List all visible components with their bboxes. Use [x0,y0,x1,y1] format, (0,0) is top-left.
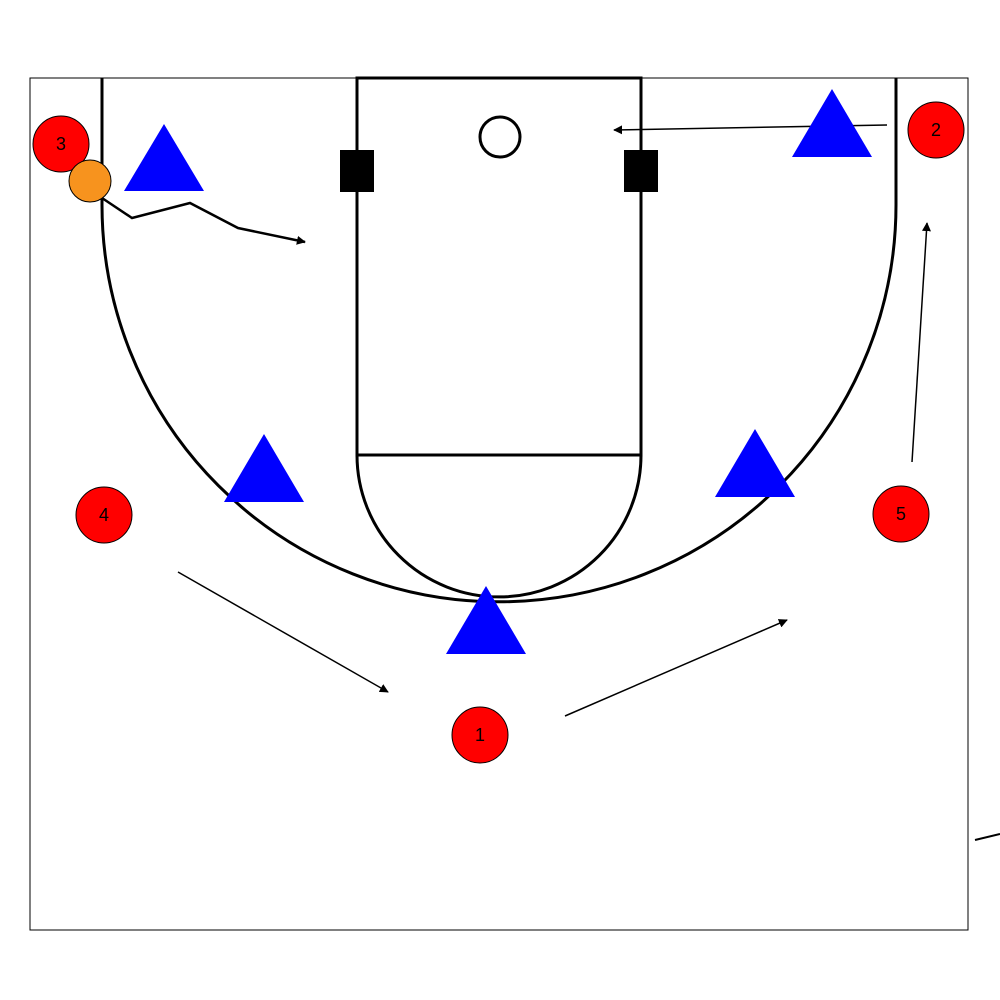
red-circle-icon [75,486,133,544]
arrow-icon [564,619,788,717]
player-number: 2 [931,120,941,140]
offense-player-2[interactable]: 2 [907,101,965,159]
blue-triangle-icon [715,429,795,497]
basket-hoop-icon [478,115,522,159]
red-circle-icon [32,115,90,173]
offense-player-3[interactable]: 3 [32,115,90,173]
red-circle-icon [451,706,509,764]
offense-player-4[interactable]: 4 [75,486,133,544]
offense-player-5[interactable]: 5 [872,485,930,543]
red-circle-icon [872,485,930,543]
arrow-icon [177,571,389,693]
key [355,76,643,457]
court-boundary [29,77,969,931]
player-number: 5 [896,504,906,524]
block-left [340,150,374,192]
free-throw-circle [355,454,643,599]
blue-triangle-icon [446,586,526,654]
arrow-icon [911,222,931,463]
three-point-line [100,78,898,604]
block-right [624,150,658,192]
edge-line [974,833,1000,841]
player-number: 1 [475,725,485,745]
blue-triangle-icon [224,434,304,502]
offense-player-1[interactable]: 1 [451,706,509,764]
player-number: 4 [99,505,109,525]
orange-ball-icon [68,159,112,203]
blue-triangle-icon [792,89,872,157]
blue-triangle-icon [124,124,204,191]
zigzag-arrow-icon [101,196,306,245]
player-number: 3 [56,134,66,154]
red-circle-icon [907,101,965,159]
